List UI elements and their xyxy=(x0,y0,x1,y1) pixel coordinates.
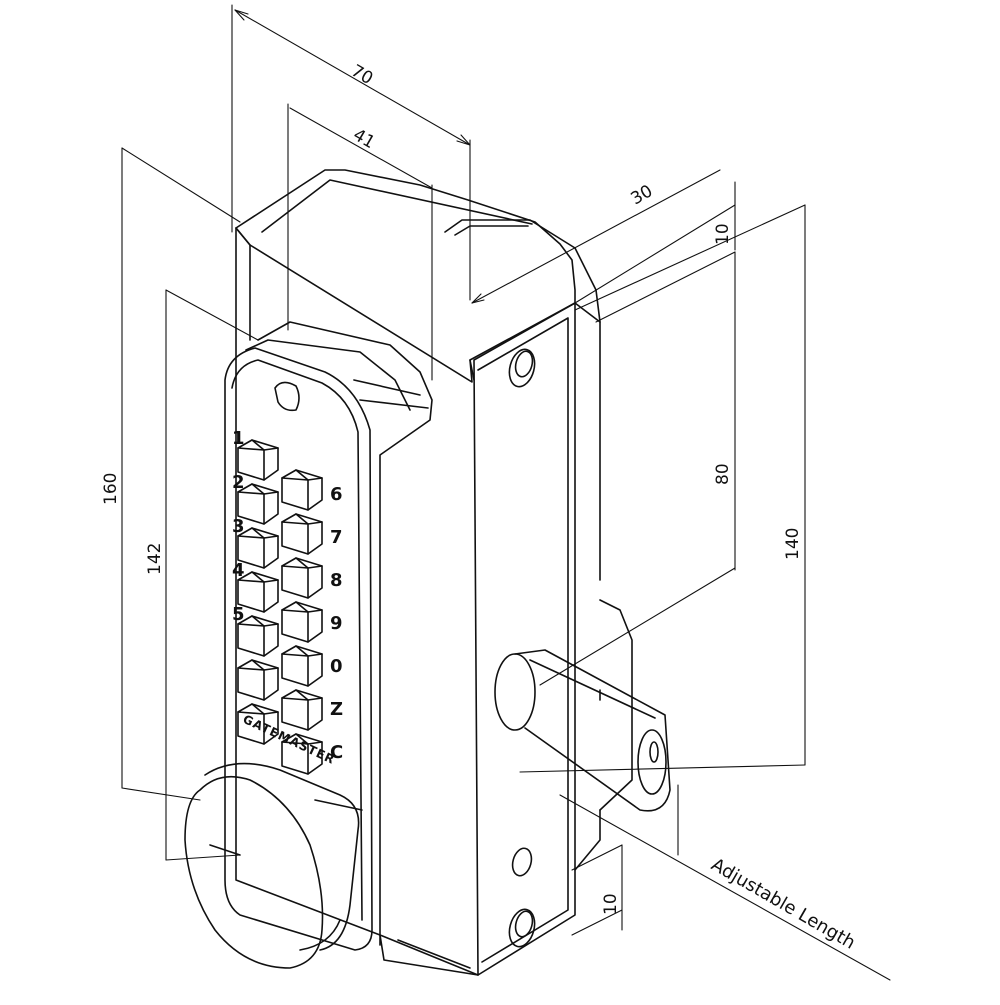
key-label-8: 8 xyxy=(330,570,343,591)
key-label-0: 0 xyxy=(330,656,343,677)
key-c[interactable] xyxy=(281,733,323,775)
dim-70-label: 70 xyxy=(348,61,377,89)
dim-140-label: 140 xyxy=(783,528,803,560)
turn-knob[interactable] xyxy=(184,762,363,969)
latch-bolt xyxy=(494,649,671,812)
key-label-4: 4 xyxy=(232,560,245,581)
dim-80-label: 80 xyxy=(713,463,733,485)
key-0[interactable] xyxy=(281,645,323,687)
key-label-3: 3 xyxy=(232,516,245,537)
dimension-lines xyxy=(121,4,891,981)
keypad-housing xyxy=(224,321,433,951)
key-4[interactable] xyxy=(237,571,279,613)
mounting-holes xyxy=(508,348,536,948)
brand-label: GATEMASTER xyxy=(241,712,338,767)
key-label-c: C xyxy=(330,742,343,763)
key-z[interactable] xyxy=(281,689,323,731)
body-top-face xyxy=(235,169,576,383)
dim-142-label: 142 xyxy=(145,543,165,575)
dim-10-top-label: 10 xyxy=(713,223,733,245)
key-label-9: 9 xyxy=(330,613,343,634)
key-extra-2[interactable] xyxy=(237,703,279,745)
body-front-face xyxy=(235,227,479,976)
key-9[interactable] xyxy=(281,601,323,643)
adjustable-length-label: Adjustable Length xyxy=(708,854,859,953)
left-key-column xyxy=(237,439,279,745)
right-key-column xyxy=(281,469,323,775)
key-8[interactable] xyxy=(281,557,323,599)
mount-hole-middle xyxy=(511,847,533,877)
front-plate xyxy=(473,302,601,976)
mount-hole-top xyxy=(508,348,536,388)
mount-hole-bottom xyxy=(508,908,536,948)
key-extra-1[interactable] xyxy=(237,659,279,701)
key-label-6: 6 xyxy=(330,484,343,505)
dimension-labels: 70 41 30 10 80 140 160 142 10 Adjustable… xyxy=(101,61,859,954)
key-6[interactable] xyxy=(281,469,323,511)
key-label-5: 5 xyxy=(232,604,245,625)
key-1[interactable] xyxy=(237,439,279,481)
key-2[interactable] xyxy=(237,483,279,525)
key-label-2: 2 xyxy=(232,472,245,493)
dim-160-label: 160 xyxy=(101,473,121,505)
dim-41-label: 41 xyxy=(350,125,379,153)
key-label-z: Z xyxy=(330,699,343,720)
dim-10-bottom-label: 10 xyxy=(601,893,621,915)
key-7[interactable] xyxy=(281,513,323,555)
dim-30-label: 30 xyxy=(628,181,657,209)
key-3[interactable] xyxy=(237,527,279,569)
key-label-1: 1 xyxy=(232,428,245,449)
key-5[interactable] xyxy=(237,615,279,657)
key-label-7: 7 xyxy=(330,527,343,548)
